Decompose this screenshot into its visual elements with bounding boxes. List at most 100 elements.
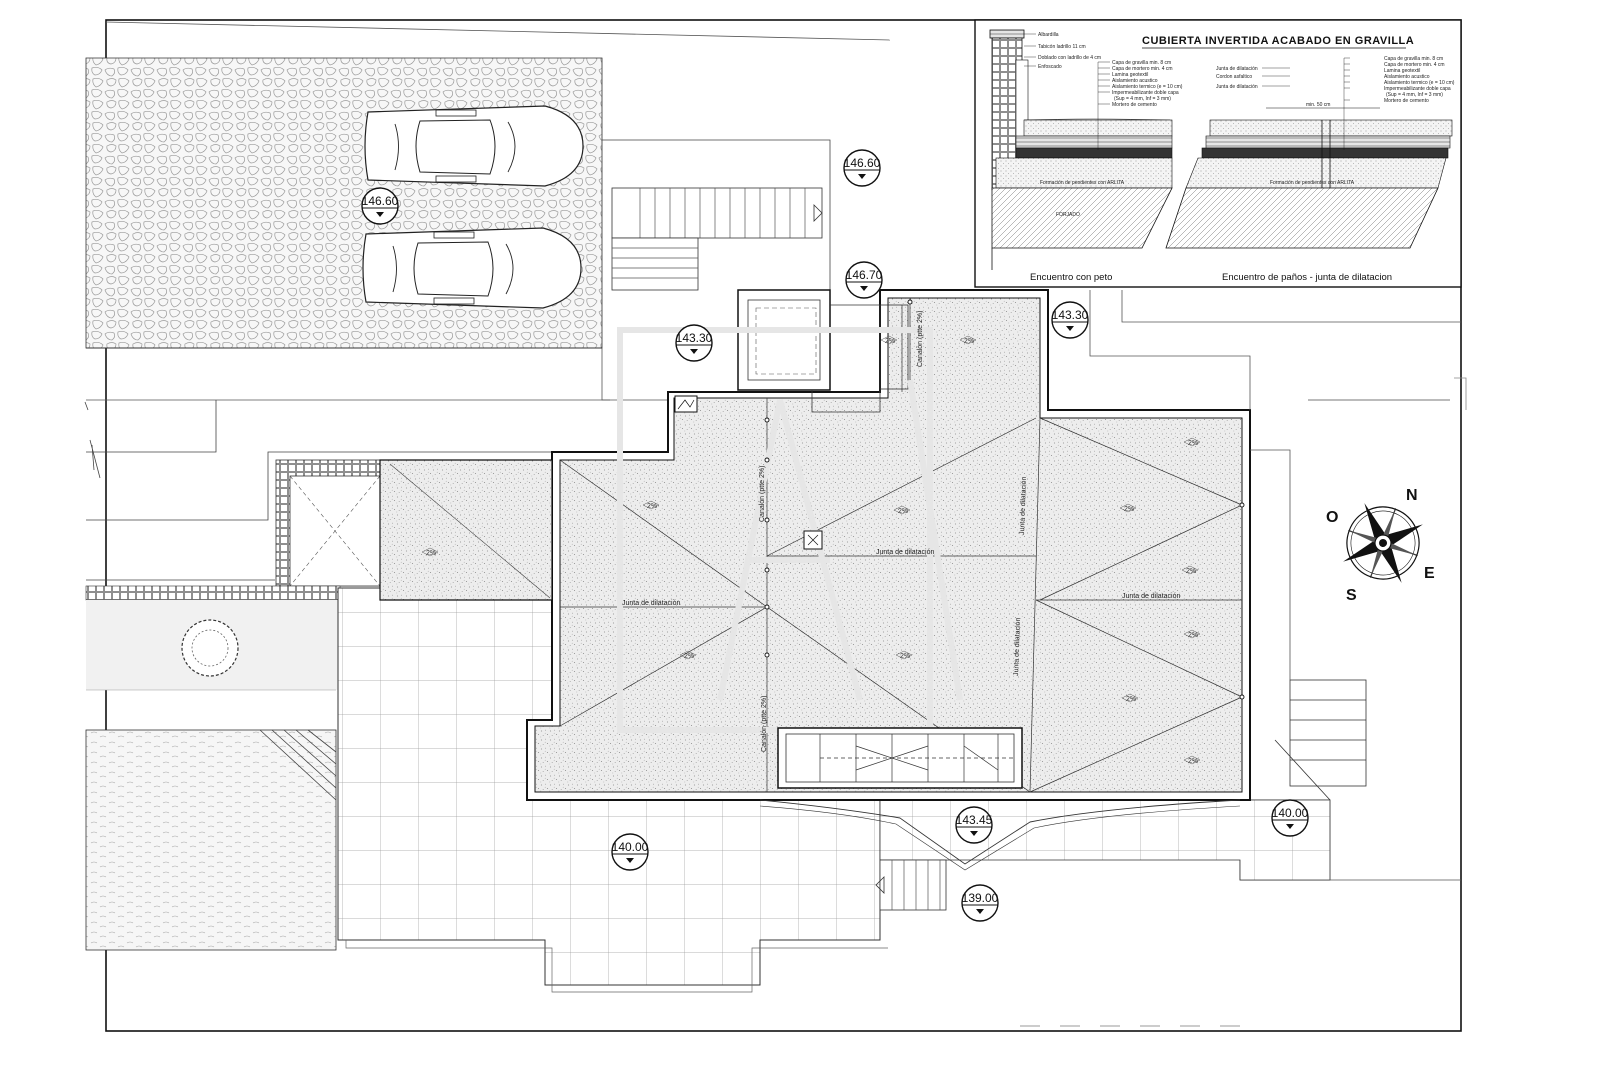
detail-note: Aislamiento termico (e = 10 cm) [1384, 80, 1455, 86]
detail-note: Aislamiento acustico [1384, 74, 1430, 80]
svg-text:139.00: 139.00 [962, 891, 999, 905]
roof-outline [379, 289, 1251, 801]
detail-note: Junta de dilatación [1216, 66, 1258, 72]
detail-note: Doblado con ladrillo de 4 cm [1038, 55, 1101, 61]
sheet-border [105, 19, 1462, 1032]
detail-note: Cordon asfaltico [1216, 74, 1252, 80]
junta-label-2: Junta de dilatación [876, 549, 934, 556]
detail-note: Lamina geotextil [1112, 72, 1148, 78]
level-marker: 143.30 [1051, 301, 1089, 339]
compass-east: E [1424, 565, 1435, 582]
svg-text:143.45: 143.45 [956, 813, 993, 827]
detail-note: (Sup = 4 mm, Inf = 3 mm) [1386, 92, 1443, 98]
roof-skylight [737, 289, 911, 413]
svg-text:2%: 2% [1124, 506, 1134, 513]
detail-note: Impermeabilizante doble capa [1112, 90, 1179, 96]
slope-marker: 2% [1119, 503, 1137, 513]
slope-marker: 2% [1121, 693, 1139, 703]
svg-text:2%: 2% [885, 338, 895, 345]
detail-joint-section: min. 50 cm Formación de pendientes con A… [1165, 102, 1453, 249]
dim-label: min. 50 cm [1306, 102, 1330, 108]
detail-note: Capa de gravilla min. 8 cm [1384, 56, 1443, 62]
svg-text:2%: 2% [426, 550, 436, 557]
junta-label-3: Junta de dilatación [1122, 593, 1180, 600]
svg-text:143.30: 143.30 [1052, 308, 1089, 322]
svg-text:140.00: 140.00 [1272, 806, 1309, 820]
svg-text:2%: 2% [647, 503, 657, 510]
level-marker: 146.60 [843, 149, 881, 187]
detail-note: Impermeabilizante doble capa [1384, 86, 1451, 92]
junta-label-1: Junta de dilatación [622, 600, 680, 607]
detail-note: Capa de mortero min. 4 cm [1112, 66, 1173, 72]
slope-marker: 2% [1183, 437, 1201, 447]
svg-text:2%: 2% [1188, 440, 1198, 447]
canalon-label-2: Canalón (ptte 2%) [761, 696, 768, 752]
detail-note: Enfoscado [1038, 64, 1062, 70]
compass-north: N [1406, 487, 1418, 504]
level-marker: 139.00 [961, 884, 999, 922]
roof-lines [559, 398, 1243, 793]
right-site-lines [1089, 290, 1467, 881]
slope-marker: 2% [1183, 629, 1201, 639]
detail-note: Aislamiento acustico [1112, 78, 1158, 84]
construction-detail: CUBIERTA INVERTIDA ACABADO EN GRAVILLA F… [974, 19, 1462, 288]
slope-marker: 2% [421, 547, 439, 557]
roof-drains [764, 299, 1245, 700]
compass-letters: N E S O [1326, 487, 1435, 604]
forjado-label: FORJADO [1056, 212, 1080, 218]
car-bottom [362, 227, 582, 309]
svg-text:2%: 2% [898, 508, 908, 515]
formation-left: Formación de pendientes con ARLITA [1040, 180, 1125, 186]
svg-text:2%: 2% [1188, 758, 1198, 765]
slope-marker: 2% [679, 650, 697, 660]
formation-right: Formación de pendientes con ARLITA [1270, 180, 1355, 186]
level-marker: 146.60 [361, 187, 399, 225]
svg-text:2%: 2% [900, 653, 910, 660]
caption-right: Encuentro de paños - junta de dilatacion [1222, 272, 1392, 283]
detail-parapet-section: FORJADO Formación de pendientes con ARLI… [989, 29, 1173, 270]
detail-notes-left: Albardilla Tabicón ladrillo 11 cm Doblad… [1024, 32, 1183, 150]
compass-rose [1343, 503, 1423, 583]
svg-text:2%: 2% [1188, 632, 1198, 639]
detail-note: Capa de mortero min. 4 cm [1384, 62, 1445, 68]
detail-note: Mortero de cemento [1384, 98, 1429, 104]
detail-note: Albardilla [1038, 32, 1059, 38]
slope-marker: 2% [893, 505, 911, 515]
detail-note: (Sup = 4 mm, Inf = 3 mm) [1114, 96, 1171, 102]
svg-text:140.00: 140.00 [612, 840, 649, 854]
compass-west: O [1326, 509, 1338, 526]
slope-marker: 2% [959, 335, 977, 345]
detail-note: Lamina geotextil [1384, 68, 1420, 74]
detail-note: Tabicón ladrillo 11 cm [1038, 44, 1086, 50]
slope-marker: 2% [895, 650, 913, 660]
slope-markers: 2% 2% 2% 2% 2% 2% 2% 2% 2% 2% 2% 2% 2% [421, 335, 1201, 765]
slope-marker: 2% [642, 500, 660, 510]
level-marker: 140.00 [1271, 799, 1309, 837]
detail-title: CUBIERTA INVERTIDA ACABADO EN GRAVILLA [1142, 35, 1414, 47]
garden-patio [85, 459, 381, 690]
junta-label-4: Junta de dilatación [1019, 476, 1028, 535]
caption-left: Encuentro con peto [1030, 272, 1112, 283]
roof-labels: Junta de dilatación Junta de dilatación … [622, 311, 1180, 752]
detail-note: Junta de dilatación [1216, 84, 1258, 90]
level-marker: 140.00 [611, 833, 649, 871]
car-top [364, 105, 584, 187]
svg-text:2%: 2% [964, 338, 974, 345]
entrance-stairs [602, 139, 831, 291]
svg-text:146.60: 146.60 [844, 156, 881, 170]
junta-label-5: Junta de dilatación [1013, 617, 1022, 676]
roof-hatches [674, 395, 823, 550]
level-marker: 143.30 [675, 324, 713, 362]
svg-text:2%: 2% [1186, 568, 1196, 575]
roof-bottom-skylight [759, 727, 1241, 871]
slope-marker: 2% [1183, 755, 1201, 765]
slope-marker: 2% [1181, 565, 1199, 575]
canalon-label-1: Canalón (ptte 2%) [759, 466, 766, 522]
level-marker: 146.70 [845, 261, 883, 299]
detail-note: Mortero de cemento [1112, 102, 1157, 108]
canalon-label-3: Canalón (ptte 2%) [917, 311, 924, 367]
pool [85, 689, 337, 951]
svg-text:2%: 2% [1126, 696, 1136, 703]
detail-note: Capa de gravilla min. 8 cm [1112, 60, 1171, 66]
